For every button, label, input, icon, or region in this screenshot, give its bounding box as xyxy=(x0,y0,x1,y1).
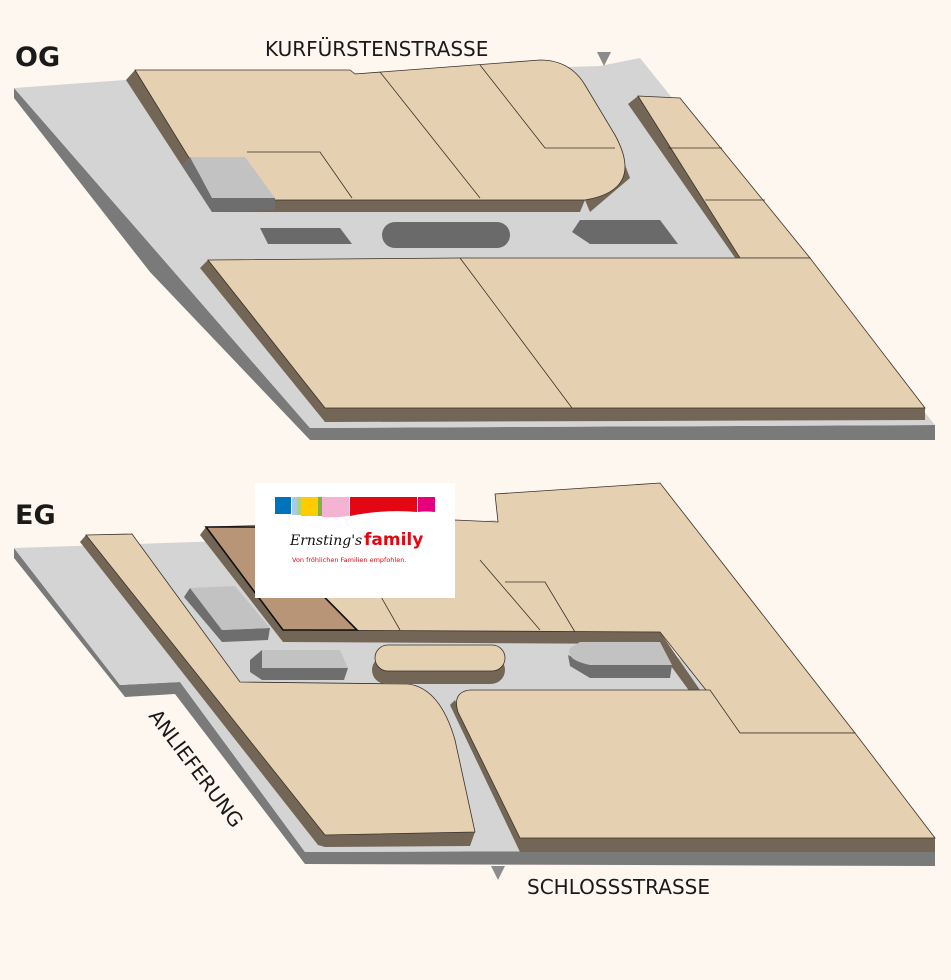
floor-label-eg: EG xyxy=(15,500,56,531)
floor-og xyxy=(14,52,935,440)
og-store-block-north[interactable] xyxy=(134,59,626,201)
eg-service-box xyxy=(569,642,672,665)
street-label-south: SCHLOSSSTRASSE xyxy=(527,875,710,899)
entrance-marker xyxy=(597,52,611,66)
eg-service-box xyxy=(262,650,348,668)
ernstings-family-logo[interactable]: Ernsting's family Von fröhlichen Familie… xyxy=(255,483,455,598)
svg-text:family: family xyxy=(364,530,423,550)
og-store-block-south[interactable] xyxy=(207,257,926,409)
og-void xyxy=(382,222,510,248)
floor-eg xyxy=(14,482,936,880)
eg-service-box xyxy=(190,586,270,630)
entrance-marker xyxy=(491,866,505,880)
og-service-box xyxy=(190,157,275,198)
svg-text:Ernsting's: Ernsting's xyxy=(289,533,362,549)
og-void xyxy=(572,220,678,244)
street-label-north: KURFÜRSTENSTRASSE xyxy=(265,37,488,61)
eg-store-block-south[interactable] xyxy=(456,689,936,839)
eg-kiosk[interactable] xyxy=(374,644,506,672)
og-void xyxy=(260,228,352,244)
svg-text:Von fröhlichen Familien empfoh: Von fröhlichen Familien empfohlen. xyxy=(292,556,406,564)
floor-label-og: OG xyxy=(15,42,60,73)
